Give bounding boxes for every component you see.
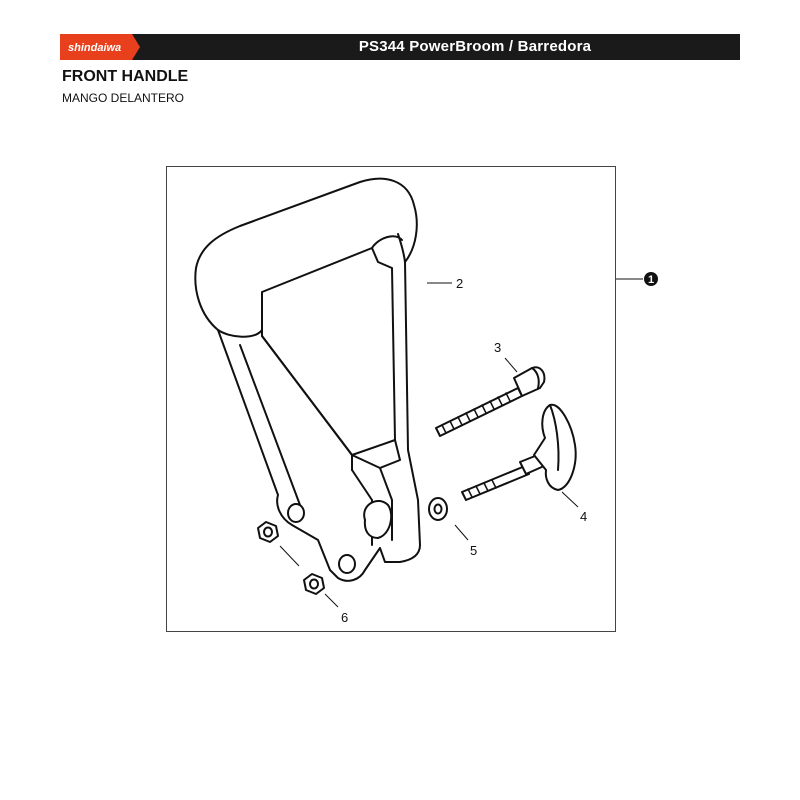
callout-1: 1 [648, 274, 654, 286]
knob-bolt-part [461, 403, 577, 501]
callout-4: 4 [580, 509, 587, 524]
brand-logo-text: shindaiwa [68, 42, 121, 54]
callout-5: 5 [470, 543, 477, 558]
leader-line-knob-bolt [561, 491, 579, 508]
leader-line-washer [454, 524, 469, 541]
bolt-part [435, 366, 546, 437]
leader-line-bolt [504, 357, 518, 373]
front-handle-part [194, 177, 421, 582]
brand-logo: shindaiwa [60, 34, 140, 60]
page-title: PS344 PowerBroom / Barredora [358, 38, 592, 55]
section-subtitle: MANGO DELANTERO [62, 91, 185, 105]
header-bar: PS344 PowerBroom / Barredora [60, 34, 740, 60]
callout-6: 6 [341, 610, 348, 625]
leader-line-nut-upper [279, 545, 300, 567]
section-title: FRONT HANDLE [62, 68, 189, 85]
leader-line-nut-lower [324, 593, 339, 608]
callout-3: 3 [494, 340, 501, 355]
callout-2: 2 [456, 276, 463, 291]
nut-part [257, 521, 325, 595]
callout-1-badge: 1 [644, 272, 658, 286]
washer-part [428, 497, 448, 521]
diagram-frame [166, 166, 616, 632]
